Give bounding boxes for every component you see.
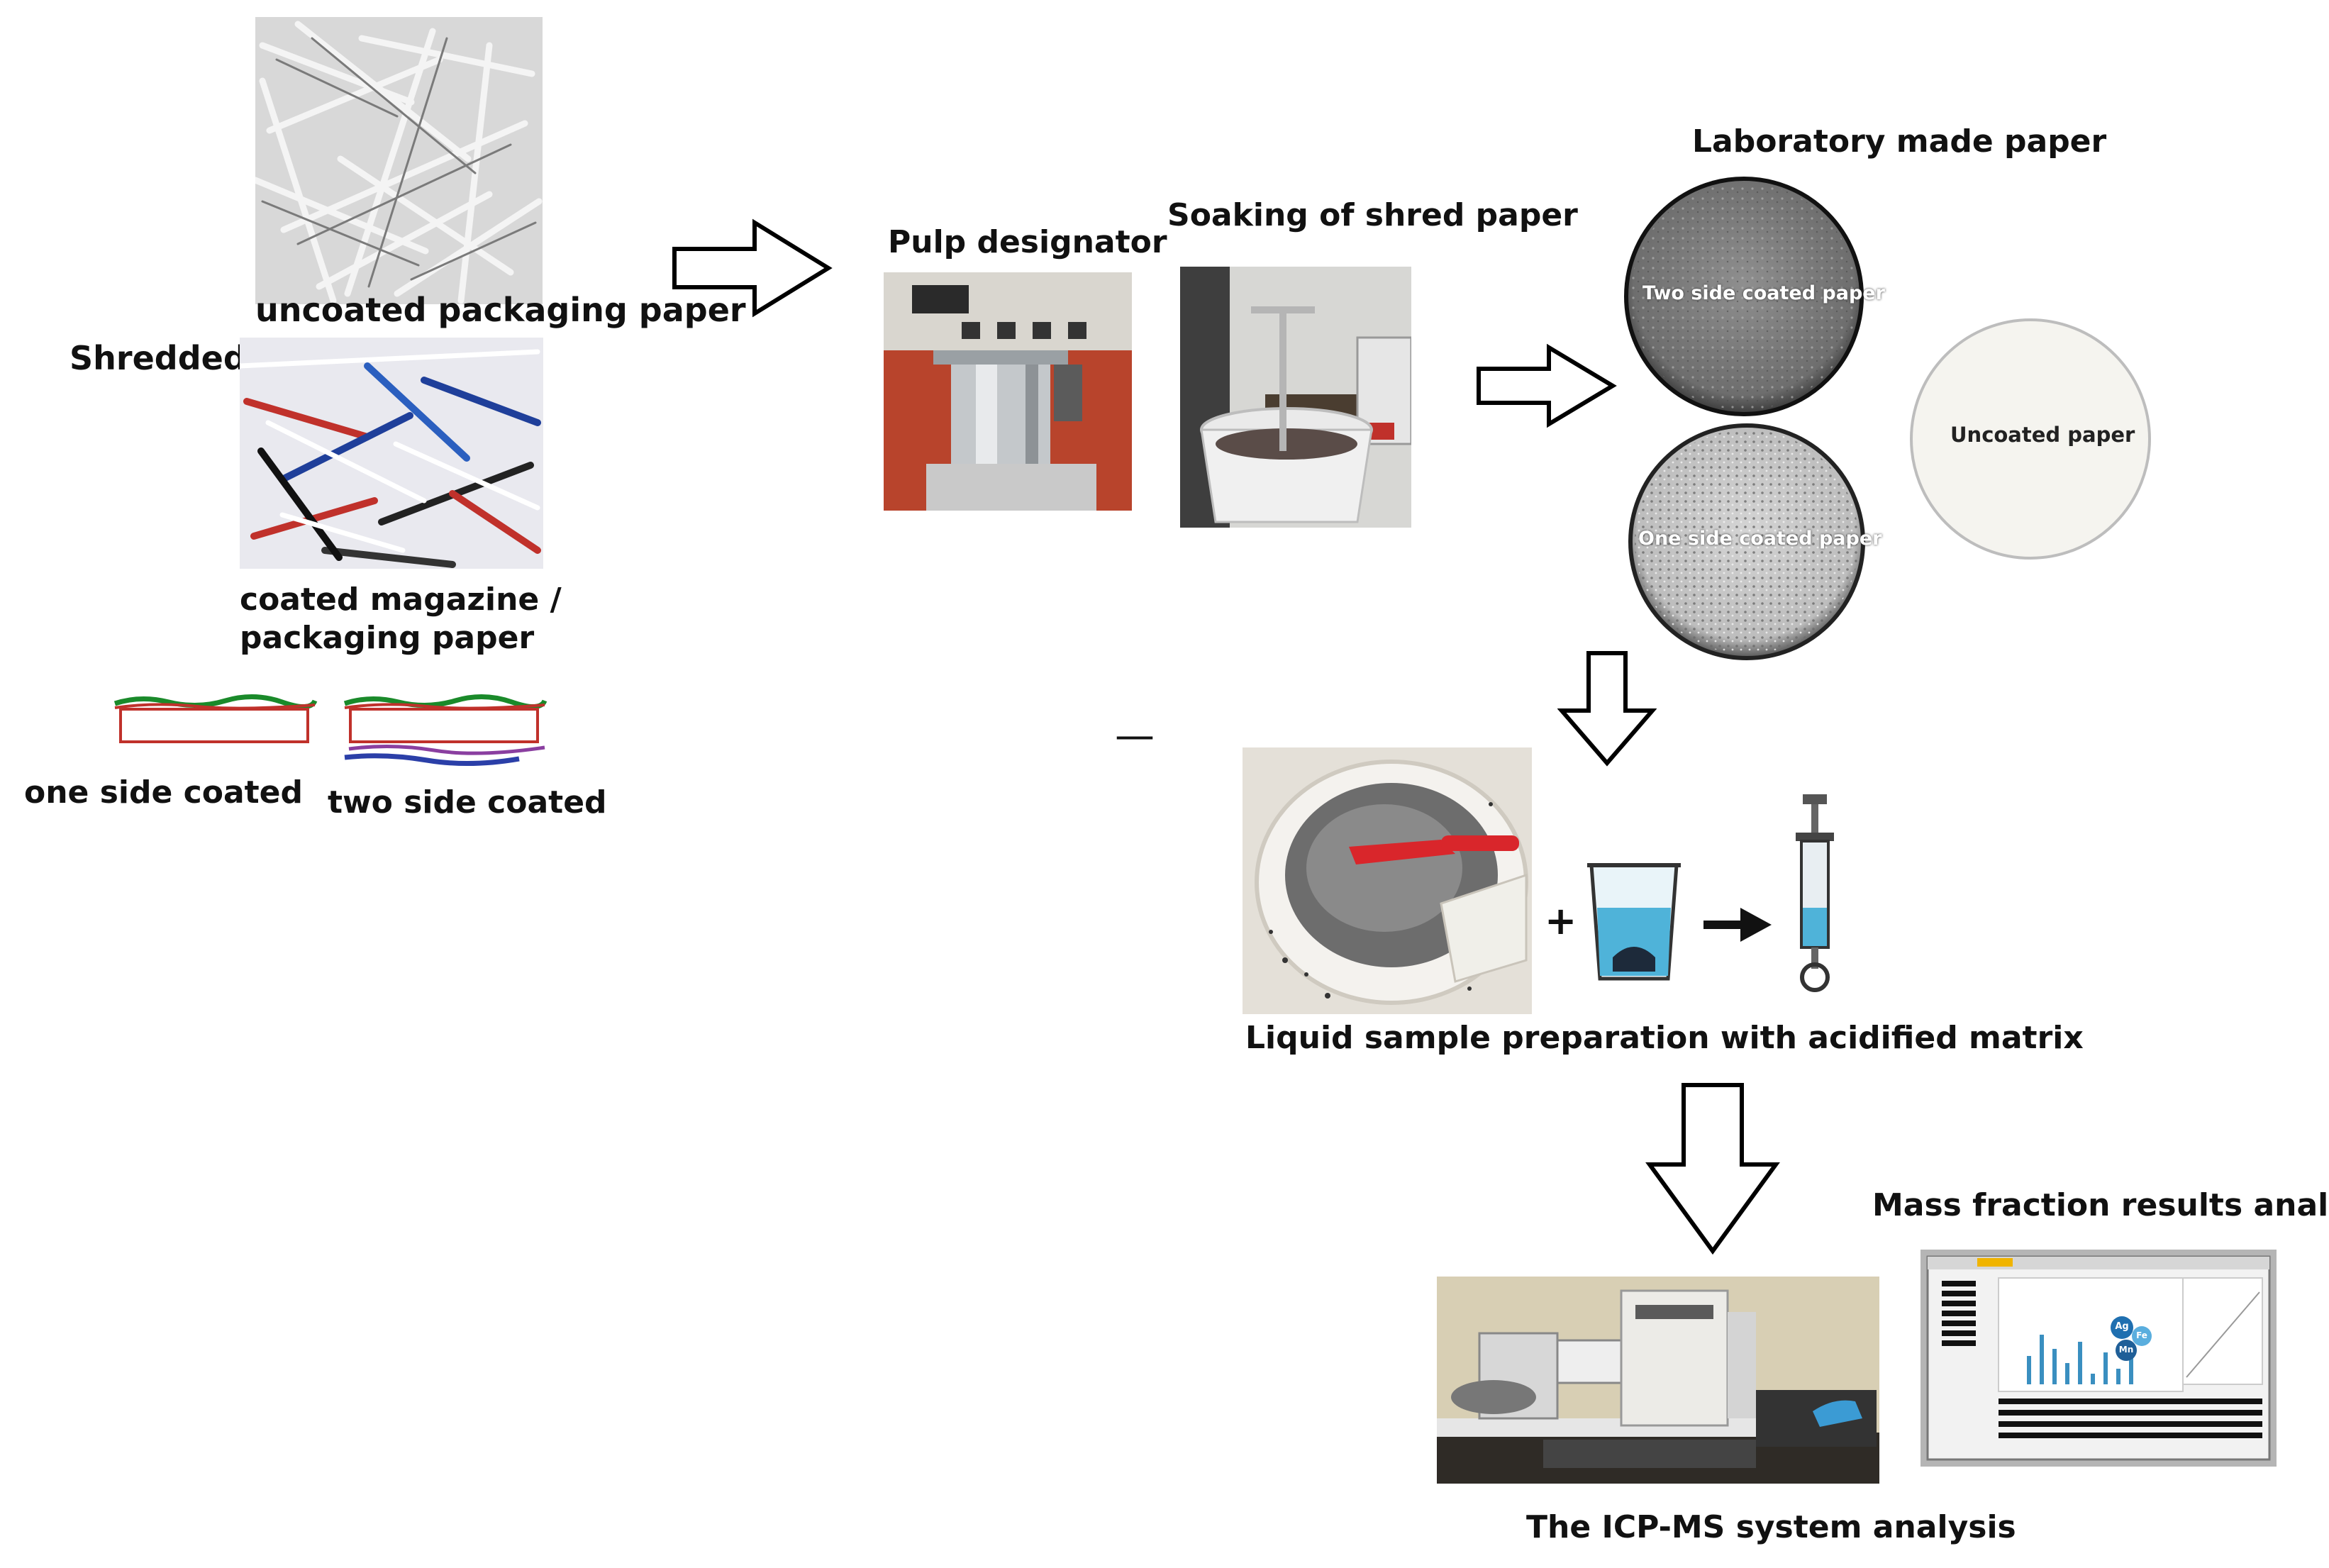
coated-shred-photo	[240, 338, 543, 569]
icpms-photo	[1437, 1277, 1879, 1484]
shredded-label: Shredded	[70, 339, 247, 377]
disc-two-side-text: Two side coated paper	[1642, 282, 1885, 304]
ash-sample-photo	[1243, 747, 1532, 1014]
arrow-to-syringe	[1703, 905, 1774, 945]
one-side-coated-schematic	[112, 694, 318, 750]
uncoated-shred-photo	[255, 17, 543, 304]
liquid-prep-label: Liquid sample preparation with acidified…	[1245, 1020, 2084, 1056]
beaker-icon	[1584, 851, 1684, 986]
disc-two-side-coated: Two side coated paper	[1621, 176, 1885, 417]
badge-fe: Fe	[2136, 1330, 2147, 1340]
arrow-down-1	[1557, 650, 1657, 767]
disc-one-side-text: One side coated paper	[1638, 528, 1882, 550]
soaking-photo	[1180, 267, 1411, 528]
soaking-label: Soaking of shred paper	[1167, 197, 1578, 233]
uncoated-packaging-label: uncoated packaging paper	[255, 291, 746, 329]
arrow-right-2	[1475, 343, 1617, 428]
one-side-coated-label: one side coated	[24, 774, 304, 811]
syringe-icon	[1783, 794, 1847, 994]
coated-magazine-label-2: packaging paper	[240, 620, 535, 656]
icpms-label: The ICP-MS system analysis	[1526, 1509, 2016, 1545]
lab-paper-label: Laboratory made paper	[1692, 123, 2107, 160]
results-screen: Ag Fe Mn	[1921, 1250, 2277, 1467]
badge-mn: Mn	[2118, 1345, 2134, 1355]
mass-fraction-label: Mass fraction results analysis	[1872, 1187, 2329, 1223]
arrow-down-2	[1645, 1081, 1780, 1258]
disc-uncoated-text: Uncoated paper	[1950, 423, 2135, 447]
pulp-designator-photo	[884, 272, 1132, 511]
arrow-right-1	[671, 218, 834, 318]
two-side-coated-label: two side coated	[328, 784, 607, 821]
disc-uncoated: Uncoated paper	[1906, 316, 2155, 562]
plus-sign: +	[1545, 899, 1577, 943]
dash-mark: —	[1115, 713, 1155, 759]
badge-ag: Ag	[2115, 1321, 2129, 1332]
two-side-coated-schematic	[342, 694, 547, 775]
disc-one-side-coated: One side coated paper	[1624, 423, 1881, 661]
coated-magazine-label-1: coated magazine /	[240, 582, 562, 618]
pulp-designator-label: Pulp designator	[888, 224, 1167, 260]
